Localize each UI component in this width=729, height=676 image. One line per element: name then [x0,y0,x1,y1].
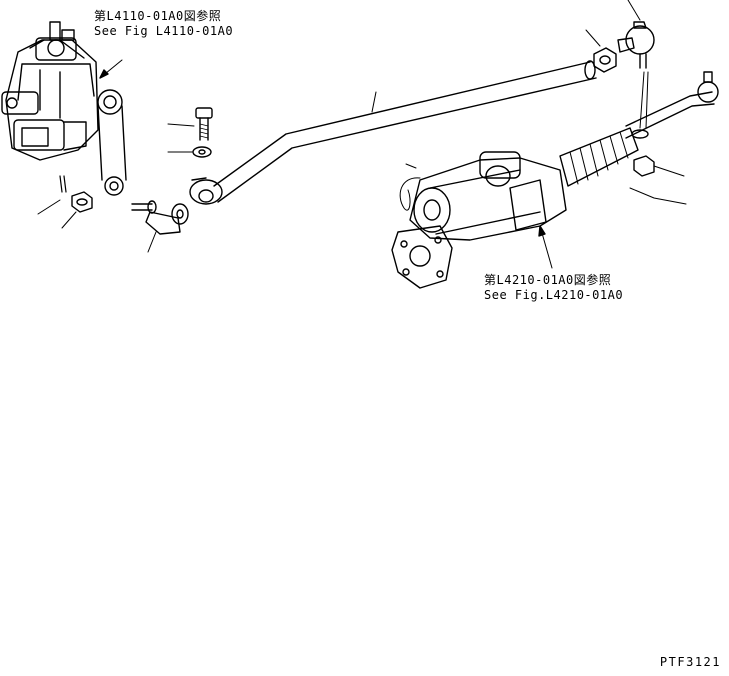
reference-note-line2: See Fig.L4210-01A0 [484,288,624,302]
figure-code: PTF3121 [659,655,721,669]
power-steering-cylinder [391,127,639,289]
reference-note-line1: 第L4110-01A0図参照 [94,9,222,23]
drag-link-rod [189,60,597,205]
tie-rod-end-top [617,0,655,69]
cotter-pin [37,175,67,215]
bolt [167,107,213,141]
tie-rod [625,71,719,205]
lock-nut-left [61,191,93,229]
drag-link-ball-joint [131,200,189,253]
lock-nut-right-top [585,29,617,73]
washer [167,146,212,158]
steering-gear-box [1,21,127,196]
reference-note-line2: See Fig L4110-01A0 [94,24,234,38]
reference-note-line1: 第L4210-01A0図参照 [484,273,612,287]
reference-note-gear-box: 第L4110-01A0図参照 See Fig L4110-01A0 [94,9,233,39]
reference-note-power-cylinder: 第L4210-01A0図参照 See Fig.L4210-01A0 [484,273,623,303]
